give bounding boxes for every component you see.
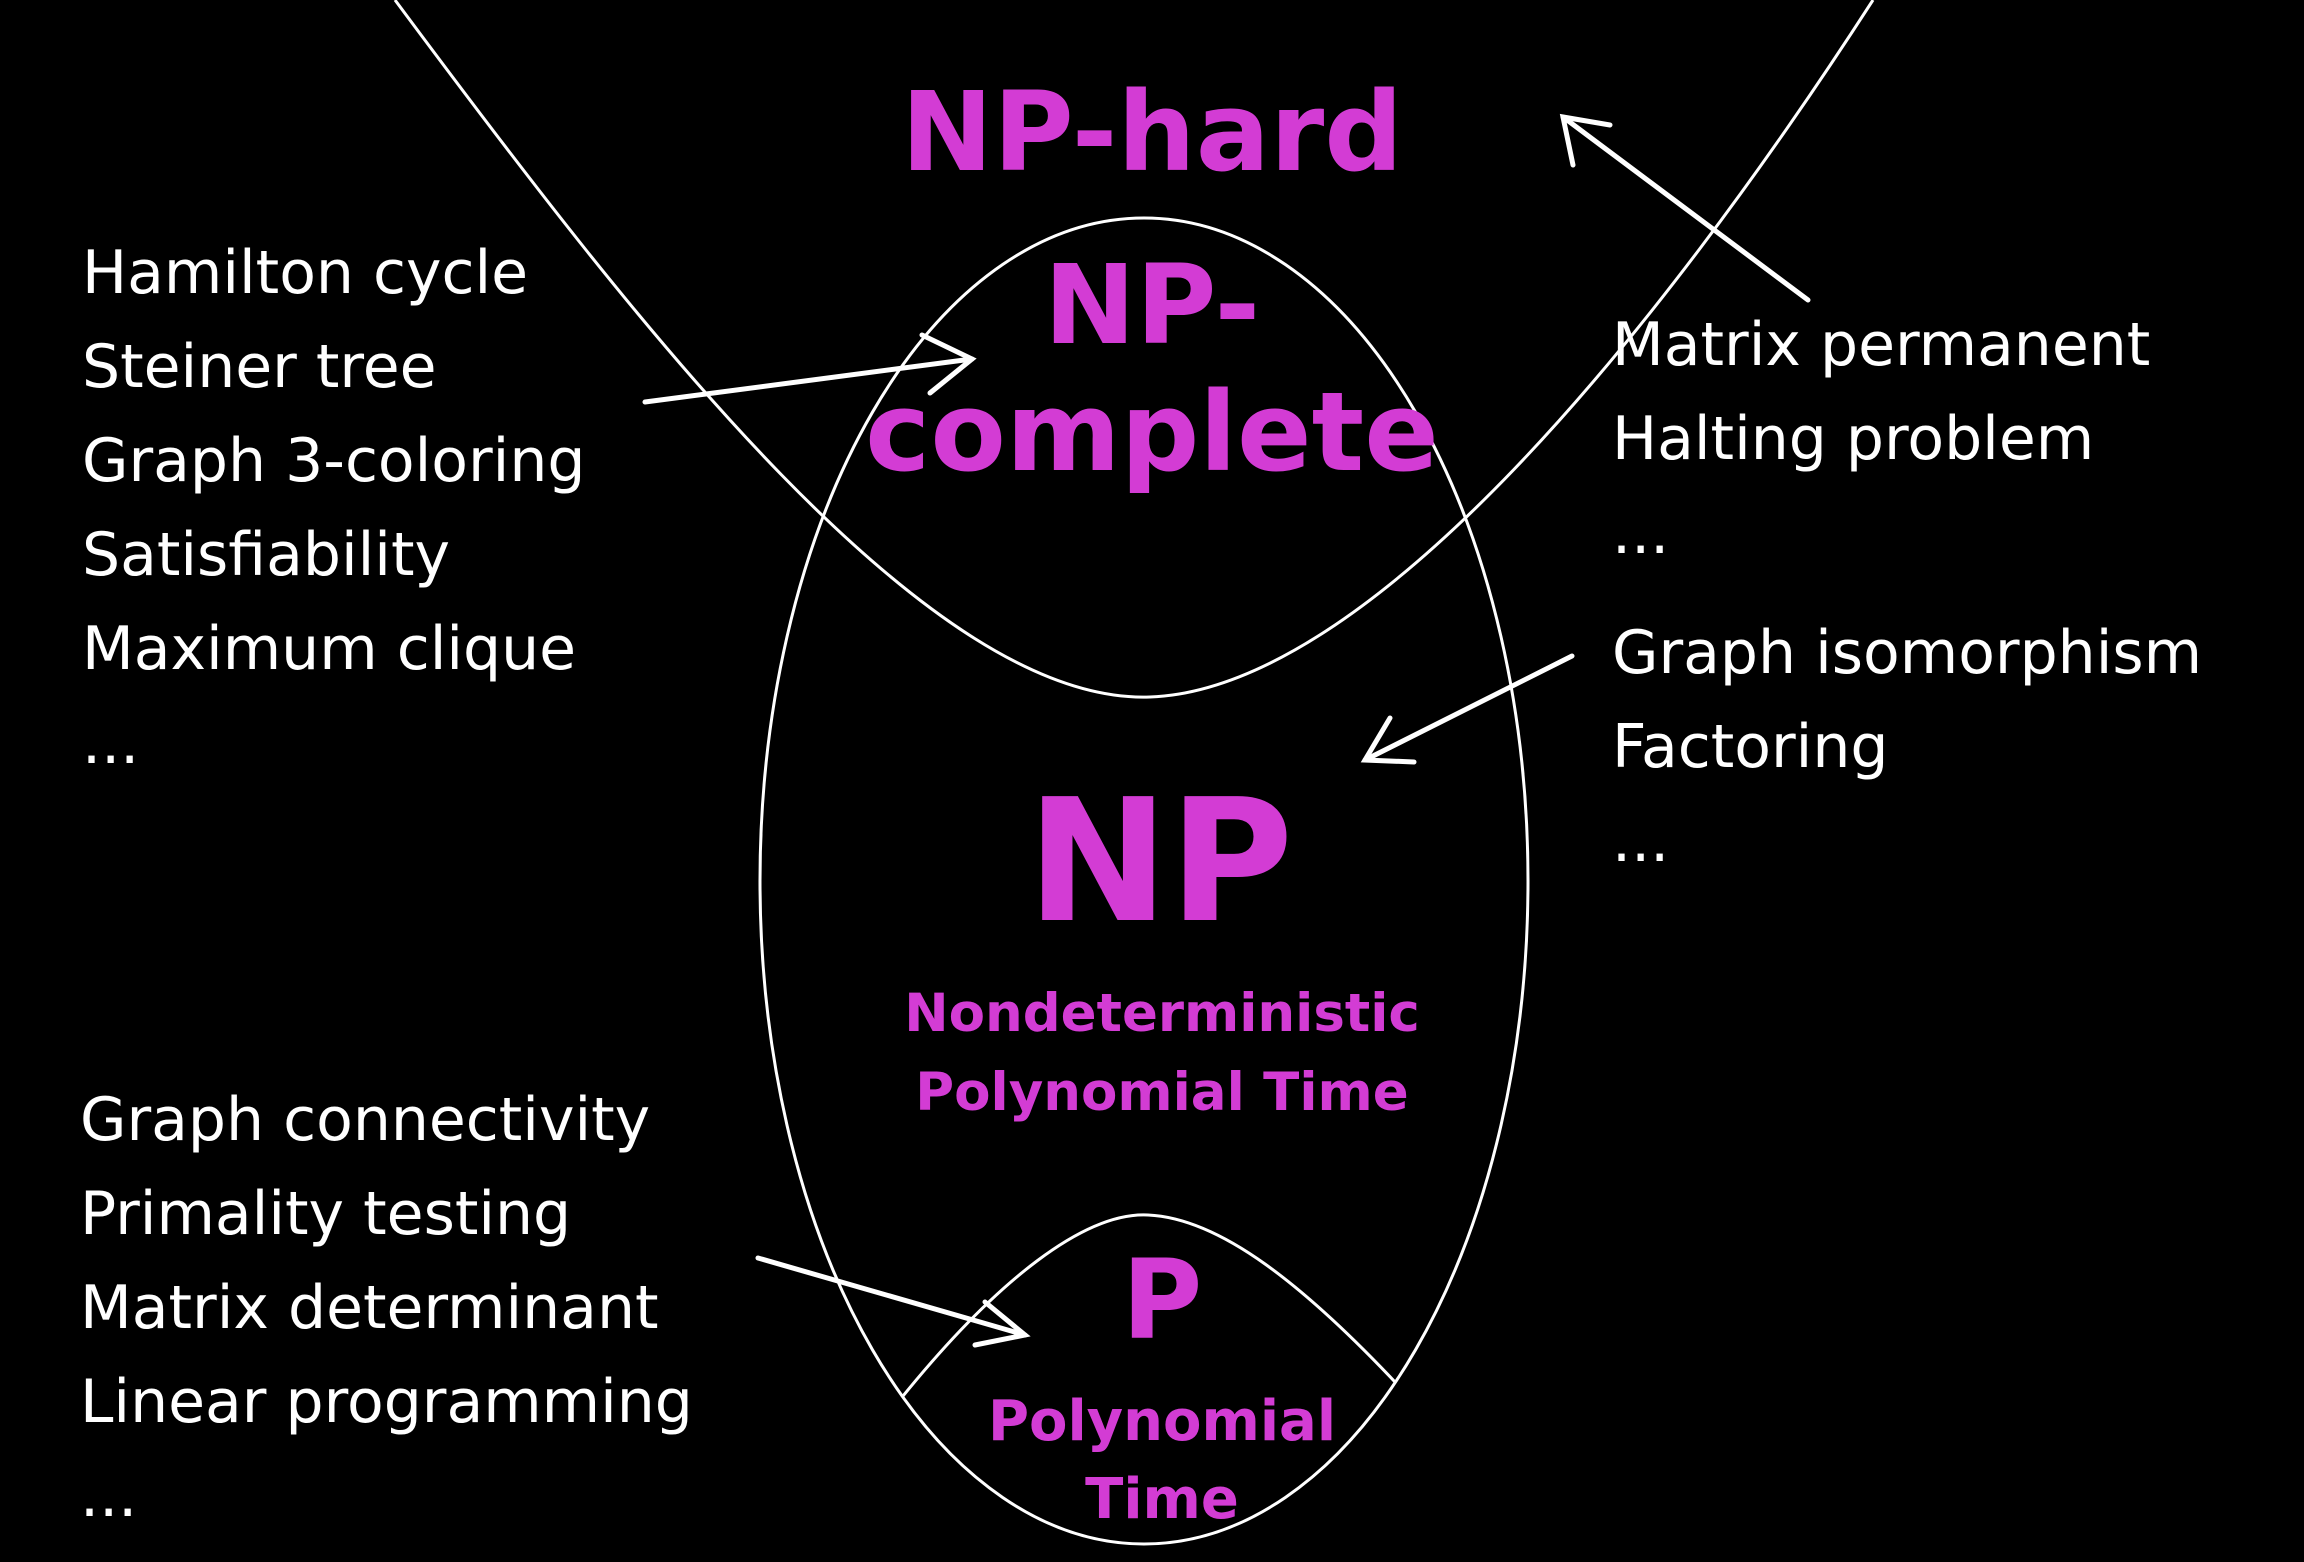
list-item: ... [1612,498,1670,568]
list-item: Maximum clique [82,614,577,684]
np-complete-label-line1: NP- [1044,241,1260,369]
p-label: P [1122,1236,1203,1364]
list-item: Matrix permanent [1612,310,2151,380]
np-ellipse [758,216,1530,1546]
list-item: Graph 3-coloring [82,426,586,496]
list-item: Hamilton cycle [82,238,529,308]
list-item: Linear programming [80,1367,693,1437]
list-item: Satisfiability [82,520,450,590]
np-description-line2: Polynomial Time [915,1062,1408,1123]
list-item: Graph isomorphism [1612,618,2203,688]
list-item: Primality testing [80,1179,572,1249]
np-complete-examples-list: Hamilton cycle Steiner tree Graph 3-colo… [82,226,585,790]
np-intermediate-examples-list: Graph isomorphism Factoring ... [1612,606,2202,888]
arrow-to-np [1360,653,1575,765]
np-hard-label: NP-hard [901,68,1403,196]
list-item: ... [80,1461,138,1531]
p-boundary [878,1213,1432,1426]
list-item: Factoring [1612,712,1889,782]
list-item: ... [1612,806,1670,876]
list-item: ... [82,708,140,778]
np-description-line1: Nondeterministic [904,983,1420,1044]
list-item: Steiner tree [82,332,437,402]
np-complete-label-line2: complete [865,368,1439,496]
list-item: Halting problem [1612,404,2095,474]
p-description-line1: Polynomial [988,1389,1336,1454]
p-description-line2: Time [1085,1467,1239,1532]
np-hard-examples-list: Matrix permanent Halting problem ... [1612,298,2150,580]
arrow-to-np-complete [642,332,977,405]
list-item: Matrix determinant [80,1273,659,1343]
arrow-to-np-hard [1559,113,1811,303]
p-examples-list: Graph connectivity Primality testing Mat… [80,1073,693,1543]
list-item: Graph connectivity [80,1085,651,1155]
arrow-to-p [755,1255,1031,1348]
np-hard-boundary [393,0,1875,699]
np-label: NP [1027,763,1294,961]
